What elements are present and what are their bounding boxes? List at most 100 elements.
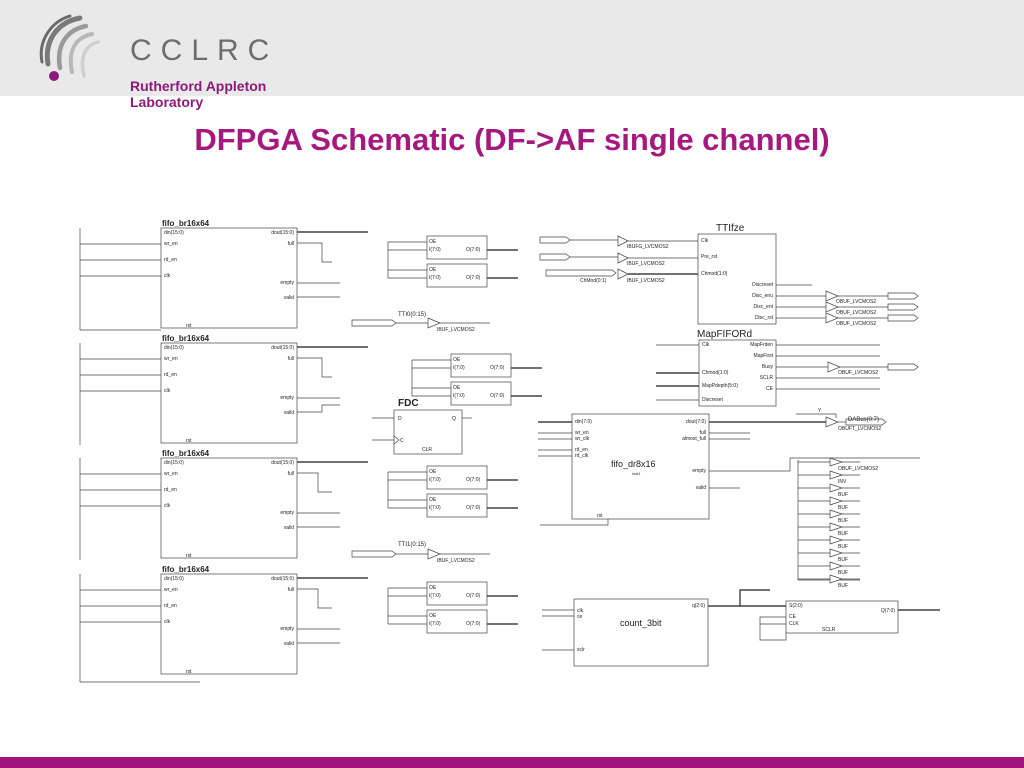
svg-text:Pre_rst: Pre_rst (701, 254, 718, 260)
svg-text:O(7:0): O(7:0) (466, 593, 481, 599)
svg-text:dout(15:0): dout(15:0) (271, 230, 294, 236)
buffer-pair-3: OE I(7:0) O(7:0) OE I(7:0) O(7:0) (387, 465, 518, 518)
svg-text:Discreset: Discreset (752, 282, 773, 288)
svg-text:I(7:0): I(7:0) (429, 247, 441, 253)
svg-text:Chmod(1:0): Chmod(1:0) (701, 271, 728, 277)
svg-text:din(15:0): din(15:0) (164, 460, 184, 466)
svg-text:Disc_ent: Disc_ent (754, 304, 774, 310)
svg-text:empty: empty (692, 468, 706, 474)
svg-text:valid: valid (284, 295, 295, 301)
svg-text:full: full (288, 356, 294, 362)
buffer-label: BUF (838, 583, 848, 589)
buffer-symbol (829, 483, 844, 493)
svg-text:wr_en: wr_en (164, 356, 178, 362)
svg-text:din(15:0): din(15:0) (164, 576, 184, 582)
fifo-br16x64-block-3: fifo_br16x64 din(15:0) wr_en rd_en clk d… (79, 449, 368, 560)
svg-text:OBUF_LVCMOS2: OBUF_LVCMOS2 (836, 299, 876, 305)
svg-text:MapFIFORd: MapFIFORd (697, 329, 752, 340)
svg-text:MapPdepth(5:0): MapPdepth(5:0) (702, 383, 738, 389)
svg-text:MapFirst: MapFirst (754, 353, 774, 359)
svg-text:Q: Q (452, 416, 456, 422)
svg-text:IBUFG_LVCMOS2: IBUFG_LVCMOS2 (627, 244, 669, 250)
svg-text:clk: clk (164, 503, 171, 509)
svg-text:OE: OE (429, 585, 437, 591)
svg-text:OE: OE (453, 385, 461, 391)
svg-text:clk: clk (164, 619, 171, 625)
svg-text:fifo_br16x64: fifo_br16x64 (162, 565, 210, 574)
svg-text:rst: rst (186, 553, 192, 559)
buffer-symbol (829, 522, 844, 532)
svg-text:OE: OE (429, 613, 437, 619)
svg-text:I(7:0): I(7:0) (429, 593, 441, 599)
svg-text:Clk: Clk (701, 238, 709, 244)
svg-text:CE: CE (766, 386, 774, 392)
svg-text:wr_en: wr_en (164, 471, 178, 477)
fdc-flipflop: FDC D Q C CLR (372, 398, 472, 455)
svg-text:rd_en: rd_en (164, 372, 177, 378)
buffer-pair-4: OE I(7:0) O(7:0) OE I(7:0) O(7:0) (387, 581, 518, 634)
svg-text:MapFrden: MapFrden (750, 342, 773, 348)
svg-text:SCLR: SCLR (760, 375, 774, 381)
svg-text:wr_clk: wr_clk (575, 436, 590, 442)
svg-text:OE: OE (429, 239, 437, 245)
svg-text:C: C (400, 438, 404, 444)
svg-text:O(7:0): O(7:0) (466, 621, 481, 627)
footer-bar (0, 757, 1024, 768)
svg-text:I(7:0): I(7:0) (429, 275, 441, 281)
logo: CCLRC Rutherford Appleton Laboratory (30, 12, 310, 110)
svg-text:I(7:0): I(7:0) (429, 621, 441, 627)
svg-text:I(7:0): I(7:0) (429, 477, 441, 483)
svg-text:I(7:0): I(7:0) (453, 393, 465, 399)
svg-text:din(15:0): din(15:0) (164, 345, 184, 351)
svg-text:rst: rst (186, 323, 192, 329)
svg-text:Busy: Busy (762, 364, 774, 370)
mapfiford-block: MapFIFORd Clk Chmod(1:0) MapPdepth(5:0) … (656, 329, 919, 407)
svg-text:Chmod(1:0): Chmod(1:0) (702, 370, 729, 376)
buffer-label: BUF (838, 505, 848, 511)
svg-text:full: full (700, 430, 706, 436)
output-buffer-bus (789, 457, 920, 581)
svg-text:OE: OE (429, 497, 437, 503)
svg-text:rd_en: rd_en (164, 487, 177, 493)
svg-text:O(7:0): O(7:0) (490, 365, 505, 371)
svg-text:OBUFT_LVCMOS2: OBUFT_LVCMOS2 (838, 426, 881, 432)
buffer-pair-2: OE I(7:0) O(7:0) OE I(7:0) O(7:0) (411, 353, 542, 406)
svg-text:rst: rst (186, 438, 192, 444)
svg-text:OE: OE (429, 469, 437, 475)
buffer-symbol (829, 574, 844, 584)
buffer-label: INV (838, 479, 847, 485)
svg-text:O(7:0): O(7:0) (466, 247, 481, 253)
tti1-input-buffer: TTI1(0:15) IBUF_LVCMOS2 (351, 542, 490, 564)
svg-text:valid: valid (696, 485, 707, 491)
svg-text:O(7:0): O(7:0) (466, 505, 481, 511)
svg-text:I(7:0): I(7:0) (453, 365, 465, 371)
svg-text:clk: clk (577, 608, 584, 614)
svg-text:IBUF_LVCMOS2: IBUF_LVCMOS2 (627, 261, 665, 267)
fifo-br16x64-block-4: fifo_br16x64 din(15:0) wr_en rd_en clk d… (79, 565, 368, 683)
svg-text:OBUF_LVCMOS2: OBUF_LVCMOS2 (836, 310, 876, 316)
counter-register-block: S(2:0) CE CLK Q(7:0) SCLR (759, 600, 940, 641)
svg-text:TTI1(0:15): TTI1(0:15) (398, 542, 426, 548)
svg-text:Y: Y (818, 408, 822, 414)
svg-text:dout(15:0): dout(15:0) (271, 345, 294, 351)
svg-text:D: D (398, 416, 402, 422)
svg-text:empty: empty (280, 510, 294, 516)
svg-text:IBUF_LVCMOS2: IBUF_LVCMOS2 (627, 278, 665, 284)
svg-text:valid: valid (284, 410, 295, 416)
svg-text:wr_en: wr_en (164, 241, 178, 247)
svg-text:Clk: Clk (702, 342, 710, 348)
svg-text:full: full (288, 241, 294, 247)
svg-text:rst: rst (186, 669, 192, 675)
logo-lab-name: Rutherford Appleton Laboratory (130, 78, 267, 110)
svg-text:fifo_br16x64: fifo_br16x64 (162, 334, 210, 343)
svg-text:S(2:0): S(2:0) (789, 603, 803, 609)
buffer-symbol (829, 561, 844, 571)
svg-text:dout(7:0): dout(7:0) (686, 419, 706, 425)
svg-text:rst: rst (597, 513, 603, 519)
svg-text:rd_en: rd_en (575, 447, 588, 453)
buffer-label: BUF (838, 492, 848, 498)
svg-text:DABus(0:7): DABus(0:7) (848, 417, 879, 423)
svg-text:empty: empty (280, 395, 294, 401)
